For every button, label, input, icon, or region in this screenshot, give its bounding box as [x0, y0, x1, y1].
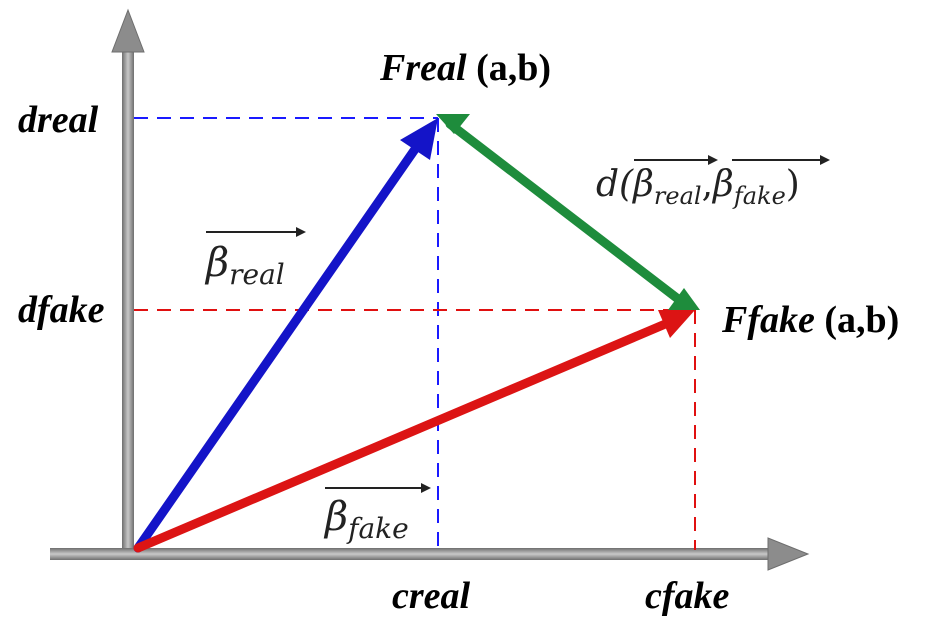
- beta-fake-vector: [133, 310, 695, 553]
- ffake-label: Ffake (a,b): [721, 299, 899, 341]
- distance-arrowhead-bottom: [668, 288, 700, 310]
- creal-label: creal: [392, 575, 471, 617]
- beta-real-arrowhead: [400, 118, 438, 160]
- svg-text:βreal: βreal: [204, 240, 285, 291]
- distance-label: d(βreal,βfake): [596, 155, 830, 210]
- freal-label: Freal (a,b): [379, 47, 551, 89]
- beta-fake-arrowhead: [658, 310, 695, 338]
- dreal-label: dreal: [18, 99, 99, 141]
- svg-text:d(βreal,βfake): d(βreal,βfake): [596, 164, 800, 210]
- svg-text:βfake: βfake: [323, 494, 409, 545]
- beta-fake-label: βfake: [323, 483, 431, 545]
- distance-vector: [436, 114, 700, 310]
- beta-real-vector: [133, 118, 438, 553]
- x-axis: [50, 537, 810, 571]
- distance-arrowhead-top: [436, 114, 470, 134]
- real-guide-lines: [134, 117, 439, 550]
- dfake-label: dfake: [18, 289, 105, 331]
- beta-real-label: βreal: [204, 227, 306, 291]
- fake-guide-lines: [134, 309, 696, 550]
- y-axis: [111, 8, 145, 560]
- cfake-label: cfake: [645, 575, 730, 617]
